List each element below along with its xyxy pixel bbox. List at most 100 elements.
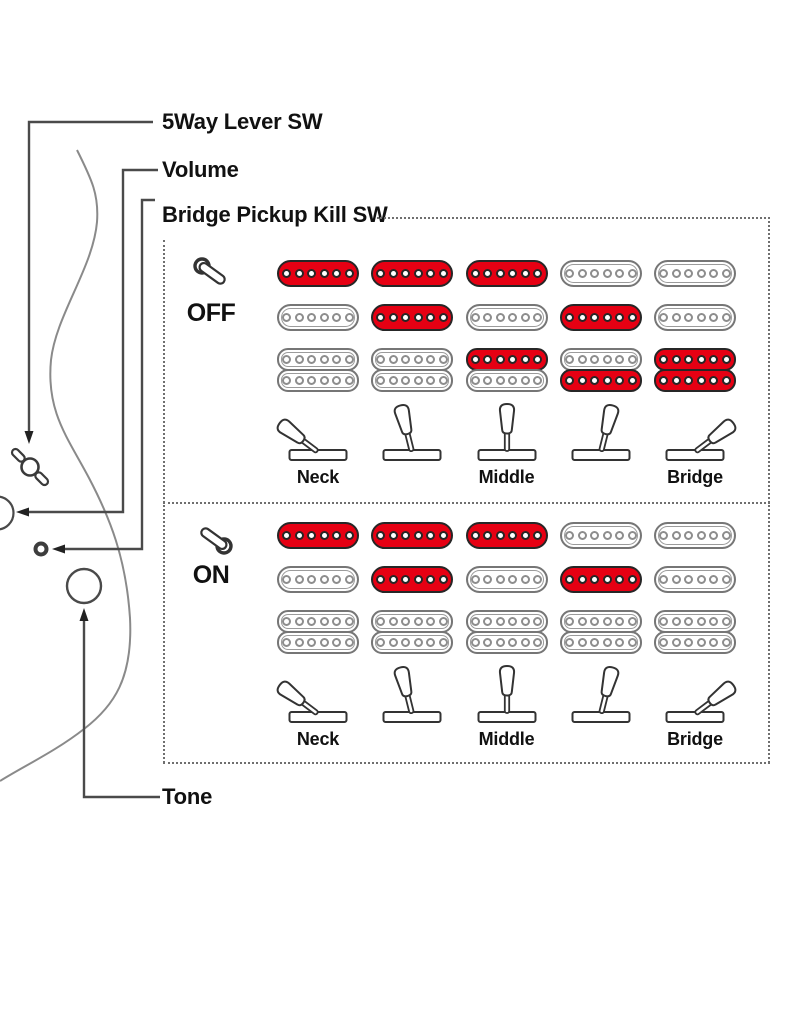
pole-piece (483, 638, 493, 647)
pickup-coil-inactive (654, 610, 736, 633)
pole-piece (495, 575, 505, 584)
pole-piece (721, 269, 731, 278)
pole-piece (344, 355, 354, 364)
pickup-coil-inactive (277, 348, 359, 371)
pickup-coil-inactive (277, 631, 359, 654)
pole-piece (721, 617, 731, 626)
pole-piece (344, 313, 354, 322)
lever-position-icon-3 (477, 402, 536, 461)
pole-piece (627, 575, 637, 584)
pole-piece (602, 575, 612, 584)
pole-piece (344, 638, 354, 647)
pole-piece (438, 355, 448, 364)
pole-piece (684, 531, 694, 540)
pole-piece (590, 355, 600, 364)
pole-piece (684, 638, 694, 647)
pole-piece (344, 617, 354, 626)
humbucker-pickup (277, 610, 359, 654)
pole-piece (388, 313, 398, 322)
pole-piece (590, 313, 600, 322)
pickup-coil-active (371, 304, 453, 331)
pole-piece (376, 531, 386, 540)
lever-position-icon-1 (276, 680, 348, 723)
pole-piece (602, 313, 612, 322)
pole-piece (565, 313, 575, 322)
pickup-coil-active (371, 260, 453, 287)
lever-position-icon-3 (477, 664, 536, 723)
pole-piece (508, 531, 518, 540)
pole-piece (388, 531, 398, 540)
pole-piece (438, 575, 448, 584)
pole-piece (401, 617, 411, 626)
pole-piece (615, 638, 625, 647)
pickup-coil-inactive (654, 304, 736, 331)
pickup-coil-inactive (277, 304, 359, 331)
humbucker-pickup (654, 348, 736, 392)
pole-piece (413, 638, 423, 647)
pole-piece (332, 376, 342, 385)
pole-piece (388, 575, 398, 584)
pole-piece (495, 638, 505, 647)
pole-piece (344, 269, 354, 278)
pole-piece (590, 269, 600, 278)
pole-piece (495, 269, 505, 278)
pole-piece (627, 638, 637, 647)
pole-piece (590, 617, 600, 626)
pole-piece (508, 617, 518, 626)
lever-position-icon-5 (665, 680, 737, 723)
pole-piece (721, 638, 731, 647)
pole-piece (426, 355, 436, 364)
pole-piece (470, 355, 480, 364)
pole-piece (413, 617, 423, 626)
humbucker-pickup (560, 610, 642, 654)
pole-piece (508, 376, 518, 385)
pole-piece (696, 313, 706, 322)
pole-piece (294, 617, 304, 626)
pole-piece (721, 531, 731, 540)
pole-piece (565, 638, 575, 647)
pole-piece (470, 575, 480, 584)
pole-piece (577, 617, 587, 626)
pole-piece (627, 269, 637, 278)
pole-piece (483, 313, 493, 322)
humbucker-pickup (465, 610, 548, 654)
pickup-coil-active (465, 348, 548, 371)
pole-piece (413, 531, 423, 540)
pickup-coil-inactive (654, 260, 736, 287)
pole-piece (627, 313, 637, 322)
pickup-coil-active (465, 522, 548, 549)
pole-piece (508, 355, 518, 364)
pole-piece (533, 617, 543, 626)
pole-piece (376, 313, 386, 322)
position-label-bridge: Bridge (667, 729, 723, 749)
pole-piece (709, 638, 719, 647)
pole-piece (344, 376, 354, 385)
position-label-middle: Middle (478, 467, 535, 487)
pickup-coil-active (560, 566, 642, 593)
pole-piece (684, 269, 694, 278)
pole-piece (319, 638, 329, 647)
pole-piece (495, 355, 505, 364)
pole-piece (307, 355, 317, 364)
pole-piece (495, 376, 505, 385)
pole-piece (533, 638, 543, 647)
volume-arrowhead (16, 507, 29, 517)
pole-piece (615, 531, 625, 540)
pole-piece (413, 575, 423, 584)
pole-piece (696, 531, 706, 540)
pole-piece (577, 376, 587, 385)
pole-piece (659, 638, 669, 647)
pole-piece (282, 638, 292, 647)
pole-piece (565, 269, 575, 278)
pole-piece (709, 376, 719, 385)
pole-piece (709, 531, 719, 540)
pole-piece (294, 355, 304, 364)
pole-piece (696, 355, 706, 364)
pole-piece (577, 531, 587, 540)
pole-piece (615, 313, 625, 322)
pole-piece (615, 617, 625, 626)
pole-piece (483, 376, 493, 385)
state-label-off: OFF (186, 299, 236, 327)
pole-piece (483, 269, 493, 278)
